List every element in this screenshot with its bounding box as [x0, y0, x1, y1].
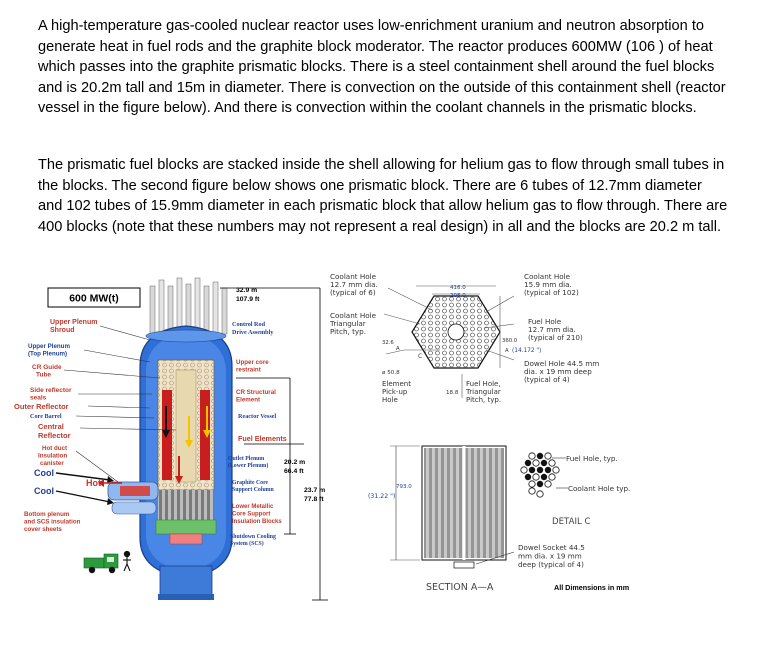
label-fuel-hole-typ: Fuel Hole, typ. [566, 454, 618, 463]
label-dim-416: 416.0 [450, 285, 466, 291]
label-detail-c: DETAIL C [552, 517, 591, 527]
label-height-top-ft: 107.9 ft [236, 296, 260, 303]
power-label-box: 600 MW(t) [47, 287, 141, 308]
label-fuel-elements: Fuel Elements [238, 434, 287, 443]
person-scale-icon [123, 550, 131, 572]
power-label: 600 MW(t) [69, 293, 119, 305]
reactor-core-interior [155, 359, 217, 545]
cool-hot-arrows [55, 472, 122, 505]
label-coolant-hole-typ: Coolant Hole typ. [568, 484, 630, 493]
label-height-top-m: 32.9 m [236, 287, 257, 294]
label-reactor-vessel: Reactor Vessel [238, 413, 276, 420]
label-c: C [418, 353, 422, 360]
label-hot: Hot [86, 478, 101, 488]
reactor-dimension-lines [220, 287, 328, 601]
label-outer-reflector: Outer Reflector [14, 402, 69, 411]
label-section-aa: SECTION A—A [426, 582, 494, 593]
problem-paragraph-1: A high-temperature gas-cooled nuclear re… [38, 18, 726, 117]
helium-flow-arrows [162, 406, 211, 484]
detail-c-labels: Fuel Hole, typ. Coolant Hole typ. DETAIL… [475, 454, 630, 592]
reactor-and-block-figure: 600 MW(t) [14, 272, 630, 601]
label-a-left: A [396, 346, 400, 352]
hexagon-dimension-lines [383, 285, 515, 398]
label-dim-188: 18.8 [446, 390, 459, 396]
truck-scale-icon [83, 553, 119, 574]
label-cool-1: Cool [34, 468, 54, 478]
left-leader-lines [63, 325, 177, 483]
block-section-labels: 793.0 (31.22 ") SECTION A—A [368, 484, 494, 593]
label-dim-core-ft: 66.4 ft [284, 468, 304, 475]
label-core-barrel: Core Barrel [30, 413, 62, 420]
label-all-dims: All Dimensions in mm [554, 583, 629, 592]
label-cool-2: Cool [34, 486, 54, 496]
label-dim-3600: 360.0 [502, 338, 518, 344]
label-outlet-plenum: Outlet Plenum(Lower Plenum) [228, 456, 268, 469]
block-section-aa [390, 445, 507, 569]
label-dim-326: 32.6 [382, 340, 394, 346]
label-dim-3122: (31.22 ") [368, 493, 395, 500]
label-dim-vessel-m: 23.7 m [304, 487, 325, 494]
label-dim-7930: 793.0 [396, 484, 412, 490]
label-a-right: A [505, 348, 509, 354]
hot-duct-cross-vessel [107, 481, 159, 515]
label-dim-vessel-ft: 77.8 ft [304, 496, 324, 503]
problem-paragraph-2: The prismatic fuel blocks are stacked in… [38, 157, 728, 235]
label-dim-508: ø 50.8 [382, 370, 400, 376]
label-dim-208: 208.0 [450, 293, 466, 299]
label-dim-14172: (14.172 ") [512, 348, 541, 354]
control-rod-drive-tubes [149, 277, 228, 335]
label-upper-plenum-top: Upper Plenum(Top Plenum) [28, 343, 70, 358]
label-dim-core-m: 20.2 m [284, 459, 305, 466]
detail-c-hole-pattern [520, 452, 568, 498]
